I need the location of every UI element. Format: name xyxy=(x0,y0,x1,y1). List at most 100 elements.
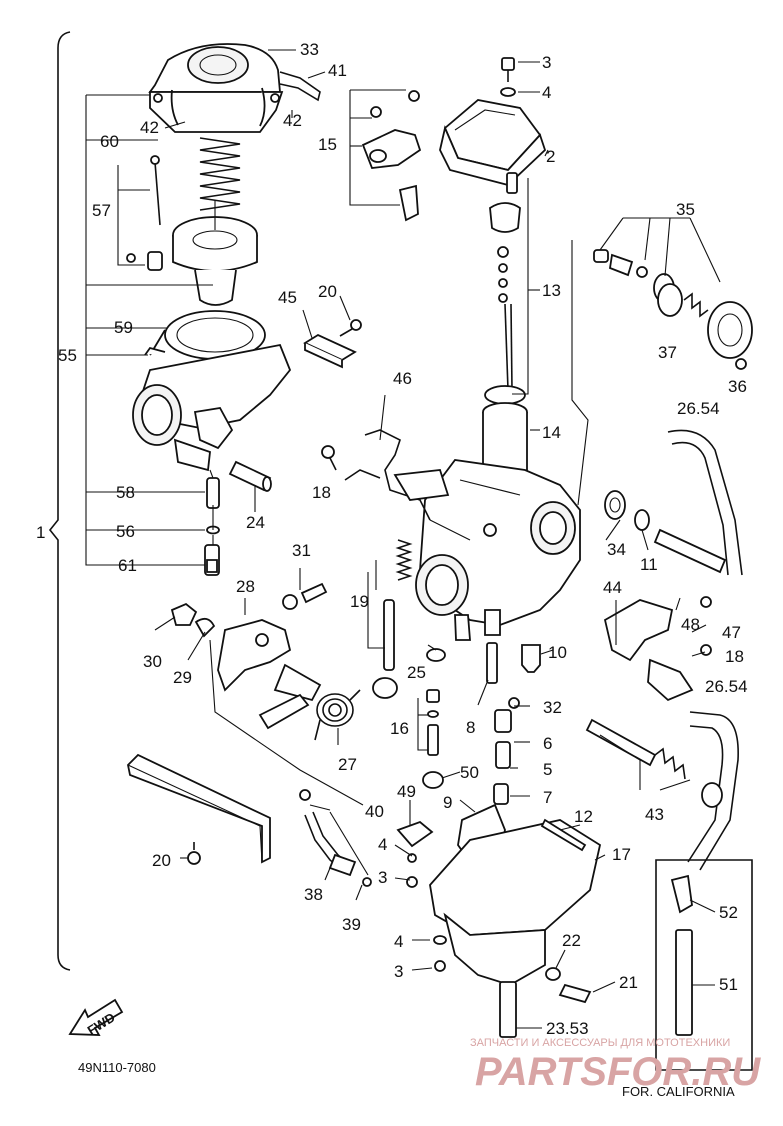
callout-42: 42 xyxy=(140,118,159,137)
carburetor-upper-body-part xyxy=(132,310,292,472)
drain-tube-part-23 xyxy=(499,981,517,1038)
jet-needle-part xyxy=(126,155,163,271)
forward-arrow-icon xyxy=(68,998,124,1036)
callout-31: 31 xyxy=(292,541,311,560)
callout-12: 12 xyxy=(574,807,593,826)
choke-cable-parts-38 xyxy=(299,789,372,887)
throttle-slide-part-14 xyxy=(482,385,528,477)
callout-17: 17 xyxy=(612,845,631,864)
callout-35: 35 xyxy=(676,200,695,219)
callout-42: 42 xyxy=(283,111,302,130)
needle-assembly-part-13 xyxy=(489,172,521,391)
ring-part-34 xyxy=(604,490,650,531)
callout-39: 39 xyxy=(342,915,361,934)
carburetor-main-body xyxy=(415,459,581,641)
pump-cover-part-37 xyxy=(707,301,753,370)
callout-61: 61 xyxy=(118,556,137,575)
bracket-bar-part xyxy=(127,753,271,865)
rod-part-11 xyxy=(653,528,727,574)
plate-part-45 xyxy=(303,333,357,369)
callout-58: 58 xyxy=(116,483,135,502)
piston-spring-part xyxy=(199,137,241,211)
callout-32: 32 xyxy=(543,698,562,717)
callout-55: 55 xyxy=(58,346,77,365)
callout-45: 45 xyxy=(278,288,297,307)
float-bowl-part-17 xyxy=(429,819,602,1004)
assembly-bracket xyxy=(48,31,71,971)
pilot-jet-parts xyxy=(204,477,220,576)
callout-20: 20 xyxy=(318,282,337,301)
callout-3: 3 xyxy=(542,53,551,72)
callout-60: 60 xyxy=(100,132,119,151)
callout-52: 52 xyxy=(719,903,738,922)
callout-22: 22 xyxy=(562,931,581,950)
callout-30: 30 xyxy=(143,652,162,671)
bracket-part-49 xyxy=(396,820,434,863)
callout-18: 18 xyxy=(312,483,331,502)
callout-27: 27 xyxy=(338,755,357,774)
drawing-number: 49N110-7080 xyxy=(78,1060,156,1075)
callout-10: 10 xyxy=(548,643,567,662)
callout-59: 59 xyxy=(114,318,133,337)
callout-51: 51 xyxy=(719,975,738,994)
callout-46: 46 xyxy=(393,369,412,388)
diaphragm-piston-part xyxy=(172,216,258,306)
callout-40: 40 xyxy=(365,802,384,821)
spring-part-27 xyxy=(314,689,361,741)
callout-44: 44 xyxy=(603,578,622,597)
callout-14: 14 xyxy=(542,423,561,442)
callout-33: 33 xyxy=(300,40,319,59)
screw-parts-31 xyxy=(282,582,328,610)
callout-8: 8 xyxy=(466,718,475,737)
callout-50: 50 xyxy=(460,763,479,782)
callout-3: 3 xyxy=(394,962,403,981)
callout-3: 3 xyxy=(378,868,387,887)
callout-29: 29 xyxy=(173,668,192,687)
callout-1: 1 xyxy=(36,523,45,542)
callout-56: 56 xyxy=(116,522,135,541)
callout-9: 9 xyxy=(443,793,452,812)
callout-16: 16 xyxy=(390,719,409,738)
rod-part-43 xyxy=(585,718,723,808)
bracket-part-44 xyxy=(603,596,712,702)
callout-2: 2 xyxy=(546,147,555,166)
callout-41: 41 xyxy=(328,61,347,80)
callout-43: 43 xyxy=(645,805,664,824)
screw-part-3a xyxy=(500,57,516,97)
callout-48: 48 xyxy=(681,615,700,634)
callout-23-53: 23.53 xyxy=(546,1019,589,1038)
callout-7: 7 xyxy=(543,788,552,807)
watermark-tagline: ЗАПЧАСТИ И АКСЕССУАРЫ ДЛЯ МОТОТЕХНИКИ xyxy=(470,1037,730,1049)
callout-4: 4 xyxy=(378,835,387,854)
california-note: FOR. CALIFORNIA xyxy=(622,1084,735,1099)
california-bracket xyxy=(655,859,753,1071)
screw-part-20a xyxy=(339,319,362,337)
callout-4: 4 xyxy=(542,83,551,102)
callout-18: 18 xyxy=(725,647,744,666)
callout-49: 49 xyxy=(397,782,416,801)
callout-26-54: 26.54 xyxy=(677,399,720,418)
callout-34: 34 xyxy=(607,540,626,559)
float-pin-part-12 xyxy=(540,818,587,852)
screw-parts-lower xyxy=(406,876,447,972)
callout-4: 4 xyxy=(394,932,403,951)
callout-38: 38 xyxy=(304,885,323,904)
callout-25: 25 xyxy=(407,663,426,682)
callout-57: 57 xyxy=(92,201,111,220)
callout-24: 24 xyxy=(246,513,265,532)
lower-hose-part xyxy=(687,711,739,871)
watermark-brand: PARTSFOR.RU xyxy=(475,1050,761,1094)
callout-11: 11 xyxy=(640,555,658,574)
top-cover-part xyxy=(148,43,321,133)
nut-part-30 xyxy=(170,602,216,638)
callout-5: 5 xyxy=(543,760,552,779)
screw-part-18a xyxy=(321,445,337,471)
jet-parts-center xyxy=(422,642,541,805)
pin-part-24 xyxy=(228,460,272,492)
cable-bracket-part-46 xyxy=(344,429,450,521)
leader-lines xyxy=(85,49,721,1029)
hose-part-26 xyxy=(667,429,743,576)
callout-47: 47 xyxy=(722,623,741,642)
